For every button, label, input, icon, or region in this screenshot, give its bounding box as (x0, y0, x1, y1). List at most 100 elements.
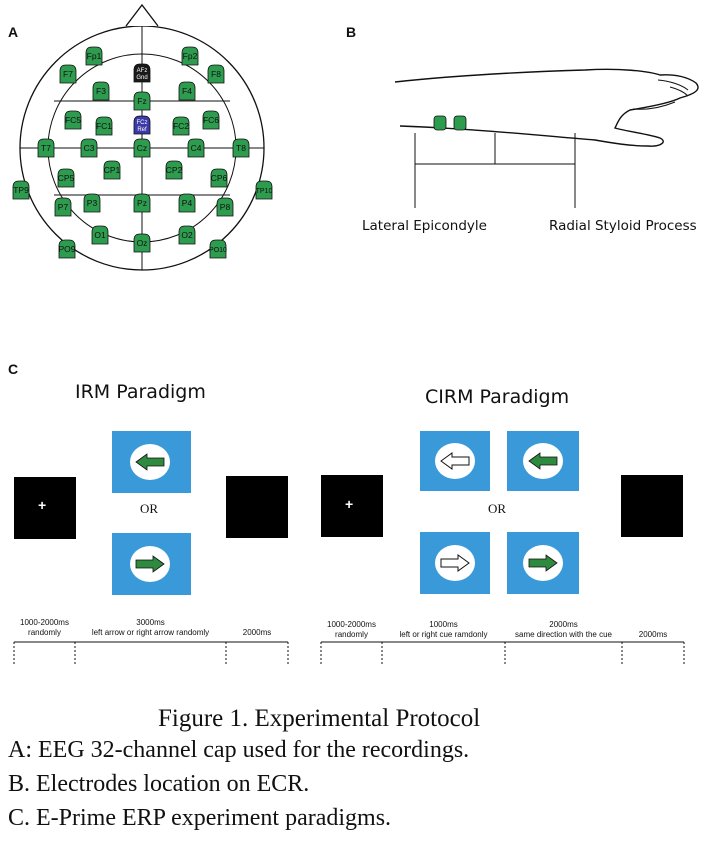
electrode-shape (85, 46, 103, 66)
electrode-label: Cz (137, 143, 147, 153)
electrode-cp1: CP1 (103, 160, 121, 180)
electrode-shape (133, 91, 151, 111)
electrode-label: CP2 (166, 165, 183, 175)
electrode-label: CP6 (211, 173, 228, 183)
electrode-shape (133, 63, 151, 83)
electrode-label: PO9 (58, 244, 75, 254)
electrode-shape (209, 239, 227, 259)
electrode-p3: P3 (83, 193, 101, 213)
electrode-label: TP10 (256, 188, 273, 195)
emg-electrode (453, 115, 467, 131)
electrode-label: CP5 (58, 173, 75, 183)
fixation-cross: + (345, 496, 354, 512)
electrode-shape (37, 138, 55, 158)
electrode-fc6: FC6 (202, 110, 220, 130)
electrode-shape (207, 64, 225, 84)
electrode-label: FC2 (173, 121, 189, 131)
finger-line (657, 79, 689, 91)
electrode-shape (133, 193, 151, 213)
emg-electrode (433, 115, 447, 131)
electrode-shape (59, 64, 77, 84)
electrode-o2: O2 (178, 225, 196, 245)
electrode-fz: Fz (133, 91, 151, 111)
electrode-shape (80, 138, 98, 158)
electrode-cp2: CP2 (165, 160, 183, 180)
electrode-shape (165, 160, 183, 180)
electrode-oz: Oz (133, 233, 151, 253)
electrode-label: F7 (63, 69, 73, 79)
electrode-label: CP1 (104, 165, 121, 175)
electrode-label: FC5 (65, 115, 81, 125)
fixation-screen (321, 475, 383, 537)
panel-label-a: A (8, 24, 19, 40)
fixation-cross: + (38, 497, 47, 513)
electrode-p8: P8 (216, 197, 234, 217)
cirm-timeline-label-2: 1000ms left or right cue ramdonly (399, 620, 488, 639)
or-label: OR (140, 501, 159, 516)
electrode-label: F8 (211, 69, 221, 79)
caption-line-c: C. E-Prime ERP experiment paradigms. (8, 805, 392, 831)
blank-screen (226, 476, 288, 538)
electrode-label: PO10 (209, 247, 227, 254)
electrode-fc2: FC2 (172, 116, 190, 136)
arrow-right-icon (528, 554, 558, 572)
arm-diagram (394, 68, 699, 208)
panel-label-c: C (8, 361, 19, 377)
electrode-label: FCz (137, 120, 148, 126)
electrode-label: P8 (220, 202, 231, 212)
electrode-c4: C4 (187, 138, 205, 158)
caption-line-a: A: EEG 32-channel cap used for the recor… (8, 737, 470, 763)
electrode-cp6: CP6 (210, 168, 228, 188)
radial-styloid-label: Radial Styloid Process (549, 218, 697, 234)
electrode-fp1: Fp1 (85, 46, 103, 66)
electrode-fc1: FC1 (95, 116, 113, 136)
irm-timeline-label-1: 1000-2000ms randomly (20, 618, 69, 637)
electrode-t8: T8 (232, 138, 250, 158)
electrode-shape (133, 138, 151, 158)
electrode-label: C3 (84, 143, 95, 153)
paradigm-diagram (13, 431, 685, 665)
arrow-right-icon (135, 555, 165, 573)
electrode-shape (64, 110, 82, 130)
electrode-shape (58, 239, 76, 259)
electrode-label: C4 (191, 143, 202, 153)
electrode-shape (210, 168, 228, 188)
arm-outline (394, 68, 699, 147)
nose-icon (125, 3, 159, 27)
electrode-o1: O1 (91, 225, 109, 245)
cue-arrow-left-icon (440, 452, 470, 470)
electrode-p4: P4 (178, 193, 196, 213)
arrow-left-icon (135, 453, 165, 471)
arrow-left-icon (528, 452, 558, 470)
irm-timeline-label-2: 3000ms left arrow or right arrow randoml… (91, 618, 210, 637)
electrode-label: O2 (181, 230, 193, 240)
electrode-label: P3 (87, 198, 98, 208)
electrode-label: T8 (236, 143, 246, 153)
electrode-po10: PO10 (209, 239, 227, 259)
electrode-label: Ref (137, 127, 147, 133)
figure-caption-title: Figure 1. Experimental Protocol (158, 705, 481, 732)
panel-label-b: B (346, 24, 357, 40)
caption-line-b: B. Electrodes location on ECR. (8, 771, 310, 797)
electrode-f4: F4 (178, 81, 196, 101)
electrode-f8: F8 (207, 64, 225, 84)
electrode-label: TP9 (13, 185, 29, 195)
cirm-timeline-label-4: 2000ms (638, 630, 668, 639)
electrode-shape (172, 116, 190, 136)
electrode-tp9: TP9 (12, 180, 30, 200)
electrode-c3: C3 (80, 138, 98, 158)
electrode-shape (103, 160, 121, 180)
electrode-shape (178, 225, 196, 245)
or-label: OR (488, 501, 507, 516)
electrode-label: F4 (182, 86, 192, 96)
electrode-label: O1 (94, 230, 106, 240)
electrode-label: Gnd (136, 75, 147, 81)
electrode-label: F3 (96, 86, 106, 96)
blank-screen (621, 475, 683, 537)
cirm-timeline-label-1: 1000-2000ms randomly (327, 620, 376, 639)
cirm-paradigm-title: CIRM Paradigm (425, 386, 570, 408)
